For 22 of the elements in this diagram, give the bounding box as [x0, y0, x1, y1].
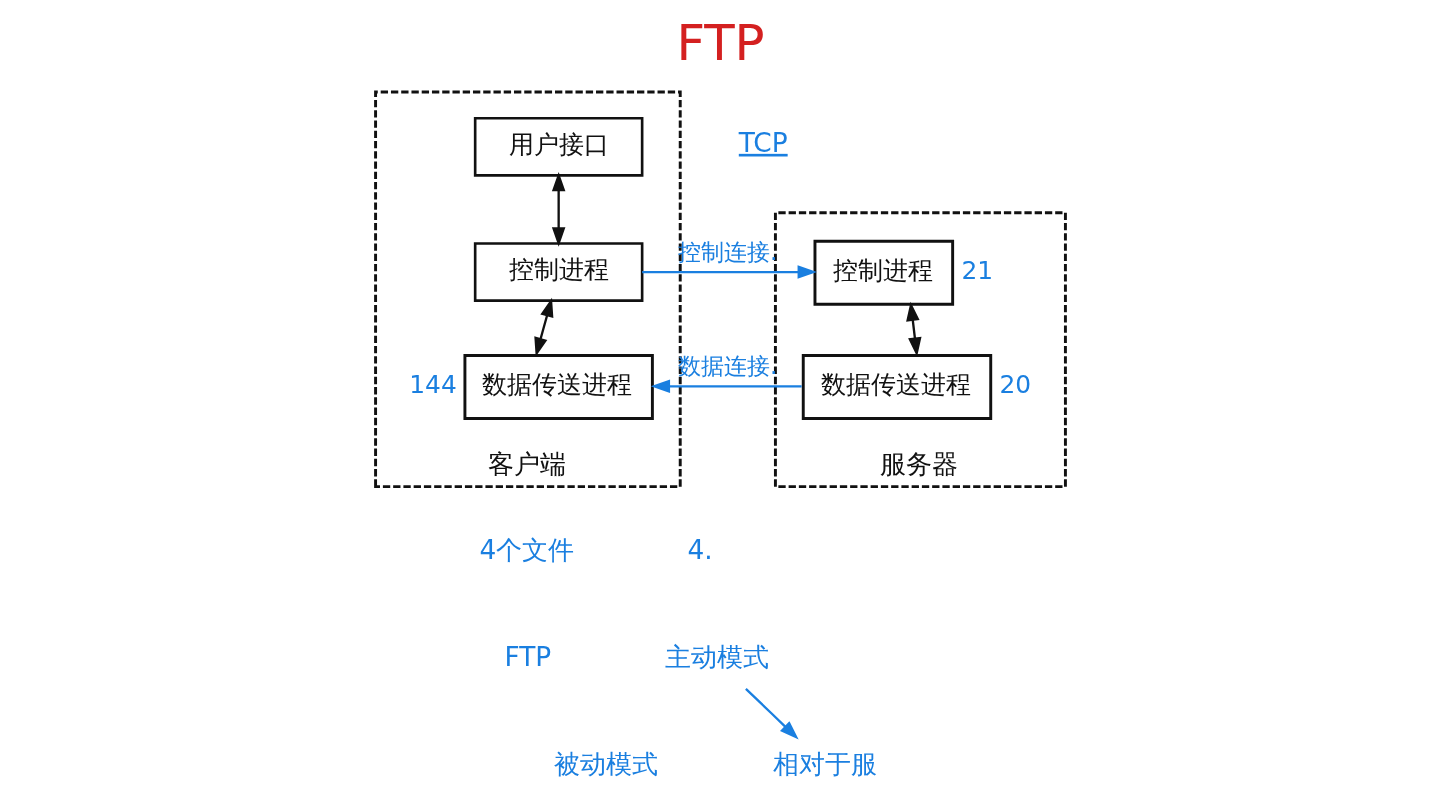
node-box: 数据传送进程: [462, 354, 654, 420]
arrow: [551, 171, 565, 247]
arrow: [533, 297, 553, 357]
arrow: [905, 301, 922, 357]
arrow: [641, 265, 817, 279]
node-label: 21: [960, 255, 993, 285]
label: 4.: [687, 535, 713, 566]
diagram-title: FTP: [675, 14, 765, 72]
arrow: [744, 687, 799, 740]
node-box: 数据传送进程: [801, 354, 992, 420]
node-text: 主动模式: [664, 641, 769, 672]
label: FTP: [504, 641, 551, 672]
node-label: 144: [408, 370, 457, 400]
node-box: 用户接口: [473, 117, 643, 177]
node-label: 20: [999, 370, 1031, 400]
node-box: 控制进程: [813, 239, 954, 306]
label: 4个文件: [479, 535, 574, 566]
label: TCP: [738, 127, 788, 158]
label: 被动模式: [553, 748, 658, 779]
node-box: 控制进程: [473, 242, 643, 302]
arrow: [650, 379, 802, 394]
node-text: 相对于服: [772, 748, 877, 779]
